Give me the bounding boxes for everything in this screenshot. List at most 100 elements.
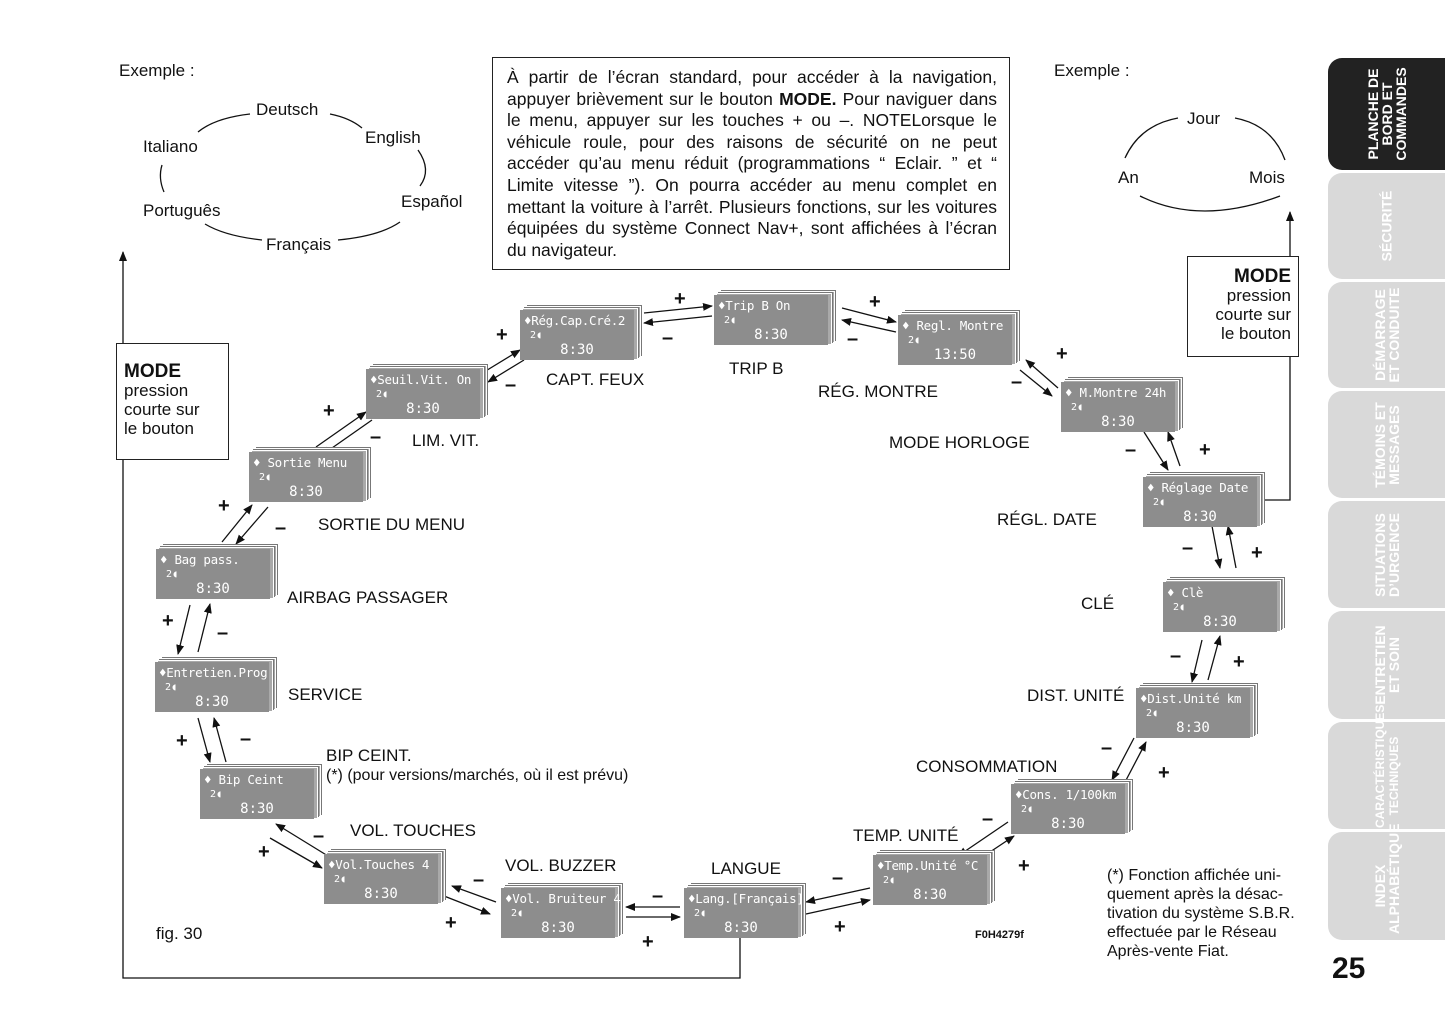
mode-box-right: MODE pression courte sur le bouton — [1187, 256, 1299, 357]
footnote-line: effectuée par le Réseau — [1107, 924, 1277, 941]
display-line1: ♦Trip B On — [718, 298, 791, 313]
fig-label: fig. 30 — [156, 924, 203, 943]
display-line2: 2◖ — [908, 335, 921, 346]
footnote-line: quement après la désac- — [1107, 886, 1284, 903]
display-line2: 2◖ — [724, 315, 737, 326]
tab-label: TÉMOINS ET MESSAGES — [1371, 401, 1402, 488]
display-line1: ♦Cons. 1/100km — [1015, 787, 1117, 802]
minus-sign: – — [217, 622, 229, 644]
minus-sign: – — [832, 867, 844, 889]
display-time: 13:50 — [933, 347, 977, 363]
plus-sign: + — [869, 291, 881, 313]
footnote-line: Après-vente Fiat. — [1107, 943, 1229, 960]
display-line1: ♦Vol. Bruiteur 4 — [505, 891, 621, 906]
label-bip-ceint-note: (*) (pour versions/marchés, où il est pr… — [326, 767, 629, 784]
minus-sign: – — [982, 808, 994, 830]
display-time: 8:30 — [1203, 614, 1237, 630]
tab-temoins[interactable]: TÉMOINS ET MESSAGES — [1328, 391, 1445, 498]
tab-situations[interactable]: SITUATIONS D’URGENCE — [1328, 501, 1445, 608]
footnote: (*) Fonction affichée uni- quement après… — [1107, 866, 1295, 961]
date-an: An — [1118, 168, 1139, 187]
display-line1: ♦ M.Montre 24h — [1065, 385, 1167, 400]
minus-sign: – — [1101, 737, 1113, 759]
display-line1: ♦Entretien.Prog — [159, 665, 268, 680]
minus-sign: – — [662, 327, 674, 349]
display-line2: 2◖ — [1173, 602, 1186, 613]
display-line1: ♦Rég.Cap.Cré.2 — [524, 313, 626, 328]
display-line2: 2◖ — [334, 874, 347, 885]
label-regl-date: RÉGL. DATE — [997, 510, 1097, 529]
tab-demarrage[interactable]: DÉMARRAGE ET CONDUITE — [1328, 282, 1445, 388]
note-part2: Pour naviguer dans le menu, appuyer sur … — [507, 88, 997, 260]
minus-sign: – — [275, 517, 287, 539]
plus-sign: + — [1158, 762, 1170, 784]
minus-sign: – — [240, 728, 252, 750]
display-time: 8:30 — [364, 886, 398, 902]
tab-entretien[interactable]: ENTRETIEN ET SOIN — [1328, 611, 1445, 719]
plus-sign: + — [1251, 542, 1263, 564]
tab-index[interactable]: INDEX ALPHABÉTIQUE — [1328, 824, 1445, 940]
display-time: 8:30 — [724, 920, 758, 936]
note-mode-word: MODE. — [779, 88, 837, 109]
plus-sign: + — [162, 610, 174, 632]
label-reg-montre: RÉG. MONTRE — [818, 382, 938, 401]
plus-sign: + — [445, 912, 457, 934]
minus-sign: – — [473, 869, 485, 891]
lang-portugues: Português — [143, 201, 221, 220]
minus-sign: – — [370, 426, 382, 448]
tab-label: ENTRETIEN ET SOIN — [1371, 625, 1402, 705]
minus-sign: – — [1182, 537, 1194, 559]
mode-left-line3: le bouton — [124, 419, 194, 438]
display-line2: 2◖ — [694, 908, 707, 919]
minus-sign: – — [1170, 645, 1182, 667]
display-time: 8:30 — [195, 694, 229, 710]
display-time: 8:30 — [1051, 816, 1085, 832]
minus-sign: – — [313, 825, 325, 847]
display-time: 8:30 — [1101, 414, 1135, 430]
lang-english: English — [365, 128, 421, 147]
tab-caracteristiques[interactable]: CARACTÉRISTIQUES TECHNIQUES — [1328, 704, 1445, 829]
note-part1: À partir de l’écran standard, pour accéd… — [507, 67, 997, 109]
plus-sign: + — [674, 288, 686, 310]
plus-sign: + — [258, 841, 270, 863]
mode-right-line3: le bouton — [1221, 324, 1291, 343]
instruction-note: À partir de l’écran standard, pour accéd… — [492, 57, 1010, 270]
display-line1: ♦ Bip Ceint — [204, 772, 284, 787]
tab-securite[interactable]: SÉCURITÉ — [1328, 173, 1445, 279]
display-line2: 2◖ — [1146, 708, 1159, 719]
tab-planche-de-bord[interactable]: PLANCHE DE BORD ET COMMANDES — [1328, 58, 1445, 170]
label-temp-unite: TEMP. UNITÉ — [853, 826, 959, 845]
display-line1: ♦ Bag pass. — [160, 552, 240, 567]
fig-code: F0H4279f — [975, 929, 1024, 941]
label-dist-unite: DIST. UNITÉ — [1027, 686, 1125, 705]
display-time: 8:30 — [541, 920, 575, 936]
plus-sign: + — [496, 324, 508, 346]
date-jour: Jour — [1187, 109, 1221, 128]
display-time: 8:30 — [1183, 509, 1217, 525]
label-langue: LANGUE — [711, 859, 781, 878]
display-line1: ♦ Clè — [1167, 585, 1204, 600]
tab-label: SITUATIONS D’URGENCE — [1371, 512, 1402, 597]
display-time: 8:30 — [240, 801, 274, 817]
display-time: 8:30 — [1176, 720, 1210, 736]
display-line1: ♦Lang.[Français] — [688, 891, 804, 906]
label-vol-touches: VOL. TOUCHES — [350, 821, 476, 840]
display-line1: ♦Seuil.Vit. On — [370, 372, 472, 387]
plus-sign: + — [1056, 343, 1068, 365]
example-right-label: Exemple : — [1054, 61, 1130, 80]
label-lim-vit: LIM. VIT. — [412, 431, 480, 450]
example-left-label: Exemple : — [119, 61, 195, 80]
display-line2: 2◖ — [883, 875, 896, 886]
mode-right-line2: courte sur — [1215, 305, 1291, 324]
minus-sign: – — [505, 374, 517, 396]
minus-sign: – — [1125, 439, 1137, 461]
tab-label: DÉMARRAGE ET CONDUITE — [1371, 287, 1402, 383]
